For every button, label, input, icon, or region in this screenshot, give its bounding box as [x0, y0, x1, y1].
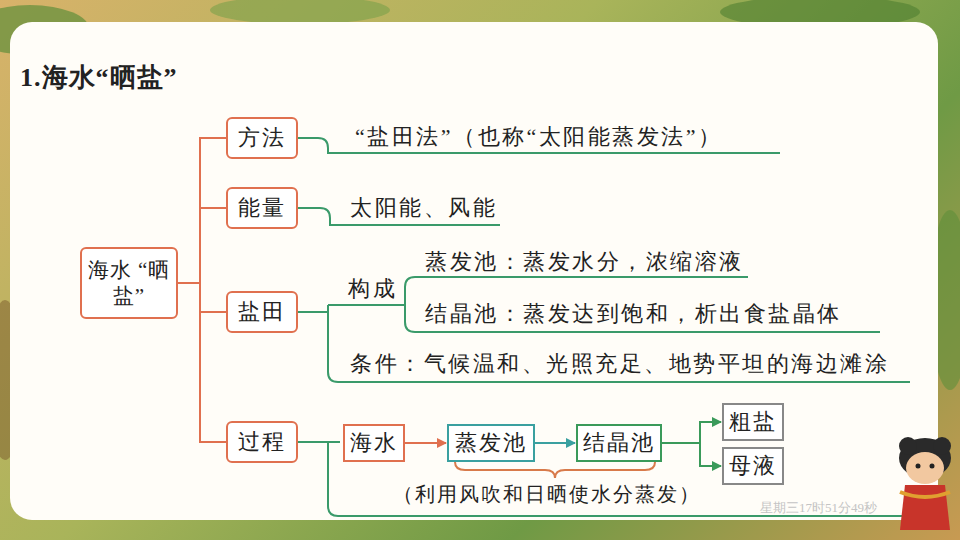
connector	[178, 283, 226, 442]
note-text: 构成	[348, 276, 397, 302]
title: 1.海水“晒盐”	[20, 62, 178, 93]
node-text: 母液	[729, 452, 777, 480]
node-text: 盐田	[238, 298, 286, 326]
note-text: 太阳能、风能	[350, 195, 497, 221]
root-box: 海水 “晒盐”	[80, 247, 178, 319]
note-text: 条件：气候温和、光照充足、地势平坦的海边滩涂	[350, 351, 889, 377]
node-text: 粗盐	[729, 408, 777, 436]
brace	[455, 462, 655, 478]
underline	[328, 304, 405, 306]
node-text: 能量	[238, 194, 286, 222]
hair-bun	[933, 437, 951, 455]
node-text: 海水 “晒盐”	[82, 257, 176, 310]
face	[906, 452, 944, 484]
connector	[178, 283, 226, 312]
connector	[662, 443, 721, 466]
character-figure	[899, 437, 951, 530]
underline	[405, 277, 748, 305]
connector	[405, 442, 446, 444]
process-box: 母液	[722, 447, 784, 485]
white-panel	[10, 22, 938, 520]
node-text: 过程	[238, 428, 286, 456]
process-box: 海水	[343, 424, 405, 462]
branch-box: 盐田	[226, 291, 298, 333]
hair-bun	[899, 437, 917, 455]
node-text: 方法	[238, 124, 286, 152]
note-text: 蒸发池：蒸发水分，浓缩溶液	[425, 249, 744, 275]
body	[900, 485, 950, 530]
connector	[178, 138, 226, 283]
note-text: 结晶池：蒸发达到饱和，析出食盐晶体	[425, 301, 842, 327]
branch-box: 能量	[226, 187, 298, 229]
note-text: （利用风吹和日晒使水分蒸发）	[393, 482, 701, 506]
leaf	[210, 0, 390, 24]
green-lines	[298, 138, 935, 516]
connector	[535, 442, 575, 444]
branch-box: 方法	[226, 117, 298, 159]
branch-box: 过程	[226, 421, 298, 463]
note-text: “盐田法”（也称“太阳能蒸发法”）	[355, 124, 723, 150]
watermark: 星期三17时51分49秒	[760, 500, 877, 516]
connector	[178, 208, 226, 283]
eye	[930, 464, 935, 469]
process-box: 蒸发池	[447, 424, 535, 462]
ring	[900, 492, 950, 497]
node-text: 结晶池	[583, 429, 655, 457]
process-box: 结晶池	[576, 424, 662, 462]
node-text: 海水	[350, 429, 398, 457]
eye	[916, 464, 921, 469]
node-text: 蒸发池	[455, 429, 527, 457]
connector-line	[298, 311, 328, 313]
connector-line	[298, 441, 340, 443]
process-box: 粗盐	[722, 403, 784, 441]
connector	[662, 422, 721, 443]
